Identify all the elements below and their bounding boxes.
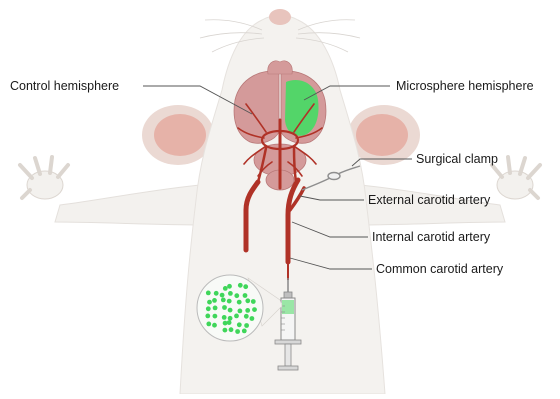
- microsphere-dot: [234, 314, 239, 319]
- microsphere-dot: [227, 299, 232, 304]
- microsphere-dot: [222, 315, 227, 320]
- needle-hub: [284, 292, 292, 298]
- microsphere-dot: [207, 300, 212, 305]
- microsphere-dot: [250, 316, 255, 321]
- right-ear-inner: [356, 114, 408, 156]
- microsphere-dot: [214, 291, 219, 296]
- label-external-carotid-artery: External carotid artery: [368, 193, 490, 207]
- microsphere-dot: [221, 298, 226, 303]
- left-arm: [55, 185, 205, 225]
- label-surgical-clamp: Surgical clamp: [416, 152, 498, 166]
- microsphere-dot: [238, 283, 243, 288]
- microsphere-dot: [212, 323, 217, 328]
- microsphere-dot: [235, 329, 240, 334]
- microsphere-dot: [244, 314, 249, 319]
- left-hand: [20, 157, 68, 199]
- microsphere-dot: [243, 284, 248, 289]
- microsphere-dot: [237, 322, 242, 327]
- microsphere-dot: [237, 300, 242, 305]
- syringe-plunger: [285, 344, 291, 366]
- right-hand: [492, 157, 540, 199]
- rat-nose: [269, 9, 291, 25]
- label-microsphere-hemisphere: Microsphere hemisphere: [396, 79, 534, 93]
- microsphere-dot: [206, 291, 211, 296]
- microsphere-dot: [234, 293, 239, 298]
- microsphere-dot: [213, 314, 218, 319]
- microsphere-dot: [213, 306, 218, 311]
- microsphere-dot: [244, 323, 249, 328]
- microsphere-dot: [223, 328, 228, 333]
- plunger-thumb: [278, 366, 298, 370]
- microsphere-dot: [238, 309, 243, 314]
- microsphere-dot: [251, 299, 256, 304]
- microsphere-dot: [243, 293, 248, 298]
- microsphere-dot: [245, 298, 250, 303]
- label-common-carotid-artery: Common carotid artery: [376, 262, 503, 276]
- microsphere-dot: [229, 327, 234, 332]
- microsphere-dot: [227, 320, 232, 325]
- label-internal-carotid-artery: Internal carotid artery: [372, 230, 490, 244]
- microsphere-dot: [222, 305, 227, 310]
- left-ear-inner: [154, 114, 206, 156]
- microsphere-dot: [223, 286, 228, 291]
- microsphere-dot: [206, 322, 211, 327]
- microsphere-dot: [228, 308, 233, 313]
- microsphere-dot: [227, 284, 232, 289]
- label-control-hemisphere: Control hemisphere: [10, 79, 119, 93]
- microsphere-dot: [242, 329, 247, 334]
- microsphere-dot: [212, 298, 217, 303]
- microsphere-dot: [206, 306, 211, 311]
- syringe-flange: [275, 340, 301, 344]
- microsphere-dot: [245, 308, 250, 313]
- olfactory-bulbs: [268, 61, 293, 74]
- microsphere-dot: [220, 293, 225, 298]
- microsphere-dot: [228, 291, 233, 296]
- microsphere-dot: [205, 314, 210, 319]
- microsphere-dot: [252, 307, 257, 312]
- microsphere-dot: [228, 316, 233, 321]
